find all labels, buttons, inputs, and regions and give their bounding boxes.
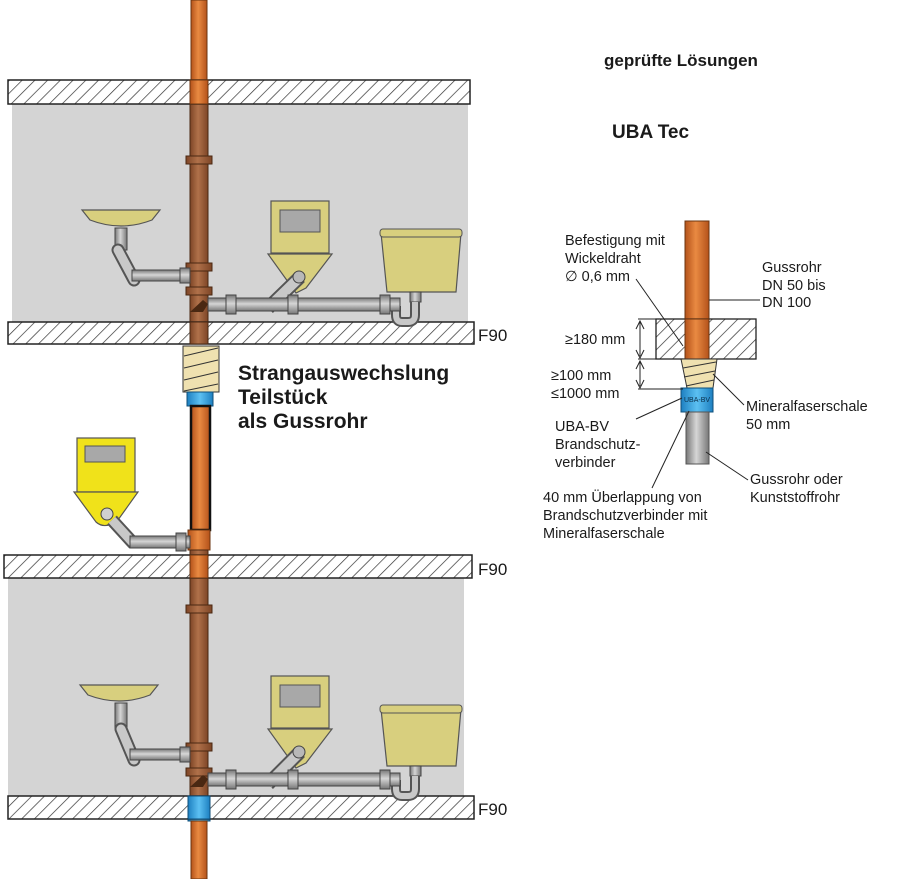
- svg-text:40 mm Überlappung von: 40 mm Überlappung von: [543, 488, 702, 506]
- svg-text:∅ 0,6 mm: ∅ 0,6 mm: [565, 269, 630, 285]
- slab-lower: [3, 554, 473, 579]
- svg-text:Kunststoffrohr: Kunststoffrohr: [750, 490, 840, 506]
- lower-sink: [379, 704, 463, 801]
- floor-label-lower: F90: [478, 560, 507, 579]
- detail-label-shell: Mineralfaserschale 50 mm: [746, 399, 868, 433]
- svg-text:DN 100: DN 100: [762, 295, 811, 311]
- detail-dim-slab: ≥180 mm: [565, 332, 625, 348]
- upper-washbasin: [80, 209, 191, 287]
- detail-label-fastening: Befestigung mit Wickeldraht ∅ 0,6 mm: [565, 233, 665, 285]
- svg-text:50 mm: 50 mm: [746, 417, 790, 433]
- lower-washbasin: [78, 684, 191, 767]
- page-subtitle: UBA Tec: [612, 122, 690, 143]
- svg-text:≤1000 mm: ≤1000 mm: [551, 386, 619, 402]
- detail-label-pipe-top: Gussrohr DN 50 bis DN 100: [762, 260, 826, 311]
- svg-text:Brandschutzverbinder mit: Brandschutzverbinder mit: [543, 508, 707, 524]
- detail-connector-marking: UBA-BV: [684, 397, 710, 404]
- upper-collector-pipe: [190, 294, 401, 315]
- svg-text:Mineralfaserschale: Mineralfaserschale: [746, 399, 868, 415]
- detail-label-connector: UBA-BV Brandschutz- verbinder: [555, 419, 641, 471]
- upper-sink: [379, 228, 463, 327]
- svg-text:DN 50 bis: DN 50 bis: [762, 278, 826, 294]
- svg-text:Befestigung mit: Befestigung mit: [565, 233, 665, 249]
- middle-toilet: [72, 437, 191, 552]
- svg-text:Gussrohr: Gussrohr: [762, 260, 822, 276]
- caption-line-3: als Gussrohr: [238, 410, 368, 433]
- detail-dim-gap: ≥100 mm ≤1000 mm: [551, 368, 619, 402]
- floor-label-bottom: F90: [478, 800, 507, 819]
- svg-text:Gussrohr oder: Gussrohr oder: [750, 472, 843, 488]
- detail-drawing: UBA-BV: [635, 220, 760, 489]
- svg-text:≥100 mm: ≥100 mm: [551, 368, 611, 384]
- detail-label-pipe-bottom: Gussrohr oder Kunststoffrohr: [750, 472, 843, 506]
- page-title: geprüfte Lösungen: [604, 51, 758, 70]
- svg-text:Mineralfaserschale: Mineralfaserschale: [543, 526, 665, 542]
- lower-collector-pipe: [190, 769, 401, 790]
- slab-top: [7, 79, 471, 105]
- svg-text:UBA-BV: UBA-BV: [555, 419, 609, 435]
- svg-text:Brandschutz-: Brandschutz-: [555, 437, 641, 453]
- floor-label-middle: F90: [478, 326, 507, 345]
- svg-text:verbinder: verbinder: [555, 455, 616, 471]
- slab-middle: [7, 321, 475, 345]
- caption-line-2: Teilstück: [238, 386, 328, 409]
- detail-label-overlap: 40 mm Überlappung von Brandschutzverbind…: [543, 488, 707, 542]
- slab-bottom: [7, 795, 475, 820]
- svg-text:Wickeldraht: Wickeldraht: [565, 251, 641, 267]
- caption-line-1: Strangauswechslung: [238, 362, 449, 385]
